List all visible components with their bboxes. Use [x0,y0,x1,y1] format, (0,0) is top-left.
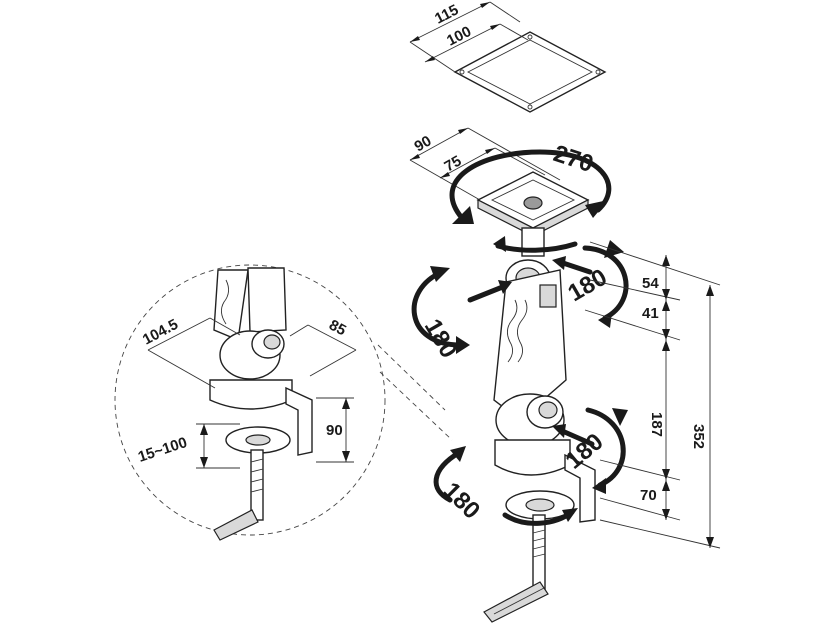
head-inner-width-label: 75 [442,152,465,175]
clamp-detail-callout [114,264,453,536]
arm-tilt-left-arrow [411,266,512,354]
base-height-label: 70 [640,487,657,504]
height-dimension-lines [584,241,721,549]
vesa-plate [453,31,607,113]
arm-length-label: 187 [648,412,665,437]
head-outer-width-label: 90 [412,132,435,155]
detail-clamp-drawing [209,267,313,541]
upper-joint-height-label: 54 [642,275,659,292]
plate-inner-width-label: 100 [444,23,474,50]
lower-joint [494,393,596,523]
detail-clamp-range-label: 15~100 [136,434,189,466]
arm-tilt-right-label: 180 [564,264,612,307]
arm-tilt-left-label: 180 [419,315,462,363]
upper-gap-height-label: 41 [642,305,659,322]
head-swivel-label: 270 [550,140,596,178]
base-swivel-arrow [502,407,628,526]
plate-outer-width-label: 115 [432,1,461,27]
detail-dimension-lines [147,317,357,469]
clamp-screw [483,514,549,623]
base-tilt-arrow [433,446,466,503]
detail-clamp-height-label: 90 [326,422,343,439]
plate-dimension-lines [409,1,529,73]
head-swivel-arrow [449,149,612,253]
total-height-label: 352 [690,424,707,449]
base-tilt-label: 180 [438,477,485,524]
detail-width-label: 85 [326,317,349,340]
arm-tilt-right-arrow [552,240,629,328]
